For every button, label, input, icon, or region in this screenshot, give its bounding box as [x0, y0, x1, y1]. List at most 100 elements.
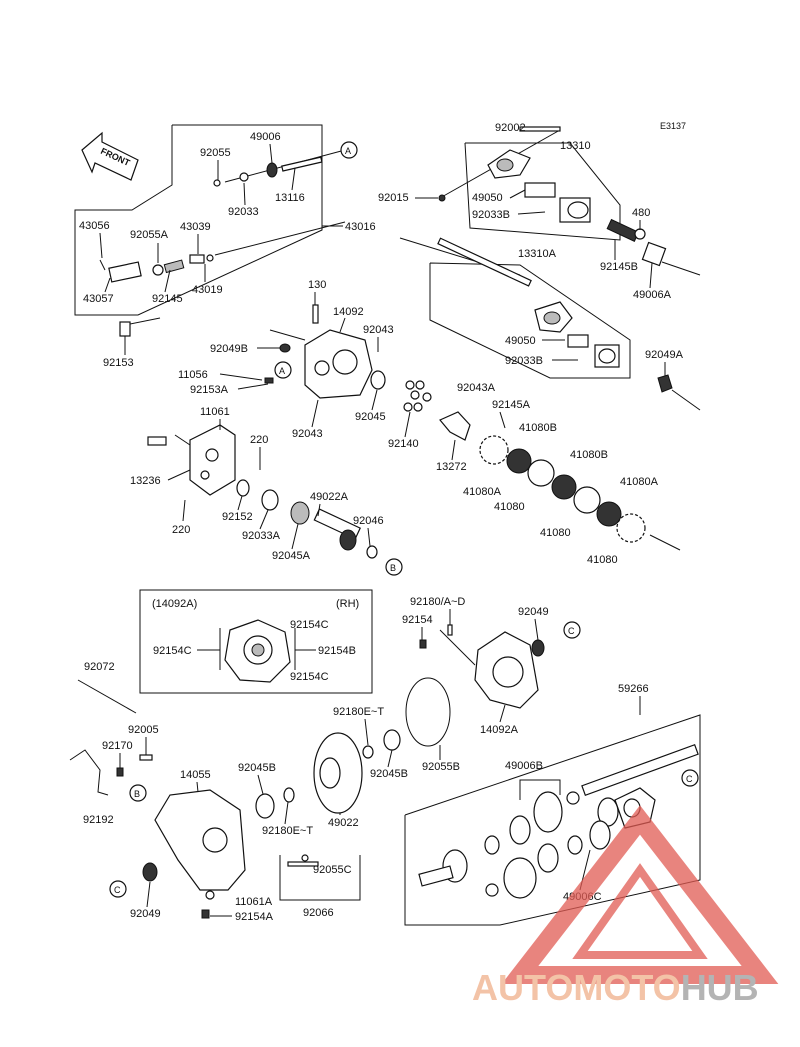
propeller-shaft-labels: 92002 13310 92015 49050 92033B 480 92145… [378, 122, 672, 301]
part-label: 92045 [355, 411, 386, 423]
part-label: 59266 [618, 683, 649, 695]
part-label: 49006B [505, 760, 543, 772]
diagram-code: E3137 [660, 121, 686, 131]
part-label: 92033 [228, 206, 259, 218]
part-label: 92153A [190, 384, 229, 396]
part-label: 92049B [210, 343, 248, 355]
part-label: 49006A [633, 289, 672, 301]
part-label: 130 [308, 279, 326, 291]
callout-c-3: C [681, 769, 699, 787]
part-label: 43039 [180, 221, 211, 233]
part-label: 92154C [290, 671, 329, 683]
cover-labels: 11061 220 13236 220 92152 92033A 49022A … [130, 406, 384, 562]
svg-text:A: A [279, 366, 285, 376]
part-label: 92066 [303, 907, 334, 919]
svg-text:B: B [134, 789, 140, 799]
part-label: 41080 [494, 501, 525, 513]
part-label: 43057 [83, 293, 114, 305]
callout-b-2: B [129, 784, 147, 802]
part-label: 480 [632, 207, 650, 219]
part-label: 92045B [370, 768, 408, 780]
part-label: 13310A [518, 248, 557, 260]
part-label: 41080 [540, 527, 571, 539]
part-label: 41080B [570, 449, 608, 461]
part-label: 13236 [130, 475, 161, 487]
part-label: 92180E~T [262, 825, 313, 837]
part-label: 92152 [222, 511, 253, 523]
part-label: 92033B [472, 209, 510, 221]
part-label: 92005 [128, 724, 159, 736]
part-label: 92154 [402, 614, 433, 626]
part-label: 92180/A~D [410, 596, 465, 608]
callout-c-2: C [109, 880, 127, 898]
part-label: 92045B [238, 762, 276, 774]
shift-group-labels: 92055 49006 92033 13116 43016 43056 9205… [79, 131, 376, 369]
shift-shaft-assembly [99, 149, 346, 337]
callout-a-2: A [274, 361, 292, 379]
part-label: 92043 [292, 428, 323, 440]
part-label: 220 [250, 434, 268, 446]
svg-text:C: C [686, 774, 693, 784]
propeller-shaft-group-outline [464, 142, 621, 241]
propeller-shaft-parts [438, 126, 701, 276]
gear-case-parts [264, 304, 471, 441]
part-label: 92154B [318, 645, 356, 657]
callout-c: C [563, 621, 581, 639]
axle-parts [418, 744, 699, 899]
callout-b: B [385, 558, 403, 576]
clutch-plates [479, 435, 646, 543]
lower-case-parts [69, 679, 401, 919]
part-label: 92153 [103, 357, 134, 369]
part-label: 92145 [152, 293, 183, 305]
part-label: 41080 [587, 554, 618, 566]
part-label: 92055 [200, 147, 231, 159]
part-label: 49006 [250, 131, 281, 143]
part-label: 92015 [378, 192, 409, 204]
rear-cover-parts [405, 624, 545, 747]
part-label: 43016 [345, 221, 376, 233]
svg-text:C: C [568, 626, 575, 636]
part-label: 92045A [272, 550, 311, 562]
long-shaft-labels: 13310A 49050 92033B 92049A [505, 248, 684, 376]
part-label: 41080A [620, 476, 659, 488]
part-label: 43019 [192, 284, 223, 296]
part-label: 92055B [422, 761, 460, 773]
part-label: 92170 [102, 740, 133, 752]
gear-case-labels: 130 14092 92043 92049B 11056 92153A 9204… [178, 279, 531, 473]
part-label: 92145A [492, 399, 531, 411]
part-label: 92055A [130, 229, 169, 241]
part-label: 13310 [560, 140, 591, 152]
watermark-logo: AUTOMOTOHUB [472, 805, 779, 1008]
part-label: 92033A [242, 530, 281, 542]
lower-case-labels: 92072 92005 92170 92192 14055 92045B 921… [83, 661, 460, 923]
part-label: 13272 [436, 461, 467, 473]
part-label: 11056 [178, 369, 208, 381]
part-label: 92154C [153, 645, 192, 657]
part-label: 41080B [519, 422, 557, 434]
part-label: 11061A [235, 896, 273, 908]
inset-box: (14092A) (RH) 92154C 92154C 92154B 92154… [139, 589, 373, 694]
part-label: 92043A [457, 382, 496, 394]
part-label: 92145B [600, 261, 638, 273]
part-label: 92055C [313, 864, 352, 876]
part-label: 92154C [290, 619, 329, 631]
part-label: 92072 [84, 661, 115, 673]
part-label: 14092 [333, 306, 364, 318]
rear-cover-labels: 92180/A~D 92154 92049 14092A [402, 596, 549, 736]
part-label: 14055 [180, 769, 211, 781]
part-label: 92049 [130, 908, 161, 920]
inset-side: (RH) [336, 598, 359, 610]
svg-text:C: C [114, 885, 121, 895]
part-label: 92033B [505, 355, 543, 367]
part-label: 92002 [495, 122, 526, 134]
part-label: 92192 [83, 814, 114, 826]
front-arrow-icon: FRONT [81, 131, 139, 181]
cover-parts [147, 424, 378, 559]
part-label: 13116 [275, 192, 305, 204]
clutch-plate-labels: 41080B 41080A 41080 41080B 41080 41080A … [463, 422, 681, 566]
long-shaft-group-outline [429, 262, 631, 379]
part-label: 92043 [363, 324, 394, 336]
inset-title: (14092A) [152, 598, 197, 610]
part-label: 92154A [235, 911, 274, 923]
